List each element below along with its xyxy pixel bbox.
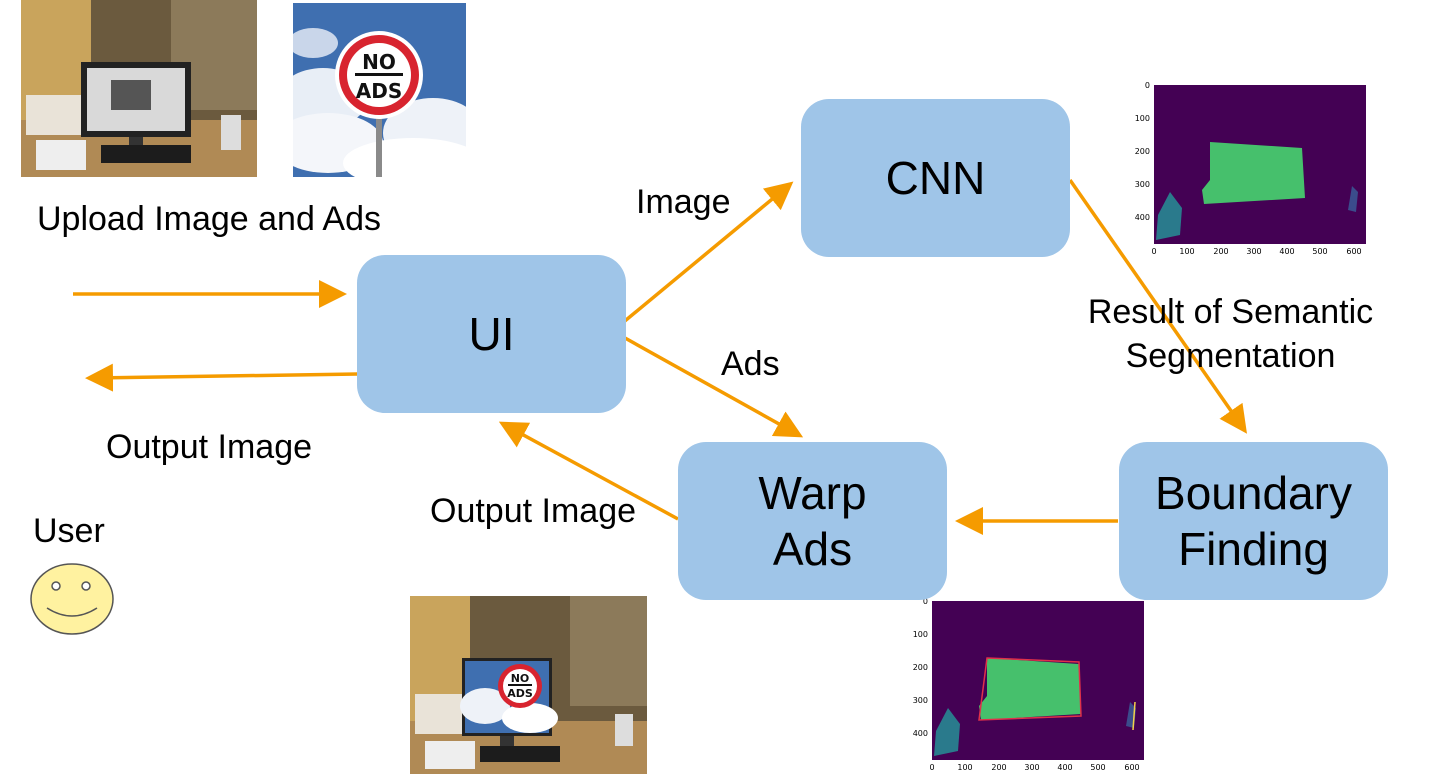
svg-text:300: 300 (913, 696, 928, 705)
output-sign-text-ads: ADS (507, 687, 533, 700)
svg-text:100: 100 (1135, 114, 1150, 123)
no-ads-sign-photo: NO ADS (293, 3, 466, 177)
svg-text:300: 300 (1135, 180, 1150, 189)
output-sign-text-no: NO (511, 672, 530, 685)
segmentation-plot-top: 0 100 200 300 400 0 100 200 300 400 500 … (1130, 80, 1375, 260)
ui-box: UI (357, 255, 626, 413)
svg-text:200: 200 (1213, 247, 1228, 256)
arrow-cnn-to-boundary (1068, 178, 1248, 434)
svg-text:0: 0 (1151, 247, 1156, 256)
svg-text:500: 500 (1312, 247, 1327, 256)
svg-text:300: 300 (1246, 247, 1261, 256)
upload-label: Upload Image and Ads (37, 200, 382, 238)
ads-label: Ads (721, 345, 780, 383)
svg-text:400: 400 (1279, 247, 1294, 256)
smiley-face-icon (30, 563, 114, 635)
desk-photo (21, 0, 257, 177)
arrow-ui-to-cnn (618, 181, 794, 327)
svg-text:100: 100 (913, 630, 928, 639)
svg-text:500: 500 (1090, 763, 1105, 772)
user-label: User (33, 512, 105, 550)
svg-text:200: 200 (913, 663, 928, 672)
output-image-mid-label: Output Image (430, 492, 637, 530)
svg-text:0: 0 (929, 763, 934, 772)
svg-text:200: 200 (991, 763, 1006, 772)
arrow-ui-to-warp (624, 336, 804, 438)
arrow-warp-to-ui (498, 421, 679, 521)
svg-text:400: 400 (1057, 763, 1072, 772)
svg-text:0: 0 (1145, 81, 1150, 90)
svg-text:300: 300 (1024, 763, 1039, 772)
sign-text-ads: ADS (356, 79, 402, 103)
svg-text:100: 100 (1179, 247, 1194, 256)
arrow-ui-to-user (85, 363, 359, 392)
desk-photo-icon (21, 0, 257, 177)
svg-text:200: 200 (1135, 147, 1150, 156)
image-label: Image (636, 183, 731, 221)
output-photo: NO ADS (410, 596, 647, 774)
svg-text:600: 600 (1346, 247, 1361, 256)
svg-text:0: 0 (923, 597, 928, 606)
output-image-left-label: Output Image (106, 428, 313, 466)
sign-text-no: NO (362, 50, 396, 74)
boundary-finding-box: Boundary Finding (1119, 442, 1388, 600)
svg-text:600: 600 (1124, 763, 1139, 772)
cnn-box: CNN (801, 99, 1070, 257)
segmentation-plot-bottom: 0 100 200 300 400 0 100 200 300 400 500 … (905, 596, 1150, 774)
svg-text:400: 400 (913, 729, 928, 738)
warp-ads-box: Warp Ads (678, 442, 947, 600)
result-label: Result of Semantic Segmentation (1087, 293, 1374, 376)
svg-text:100: 100 (957, 763, 972, 772)
svg-text:400: 400 (1135, 213, 1150, 222)
